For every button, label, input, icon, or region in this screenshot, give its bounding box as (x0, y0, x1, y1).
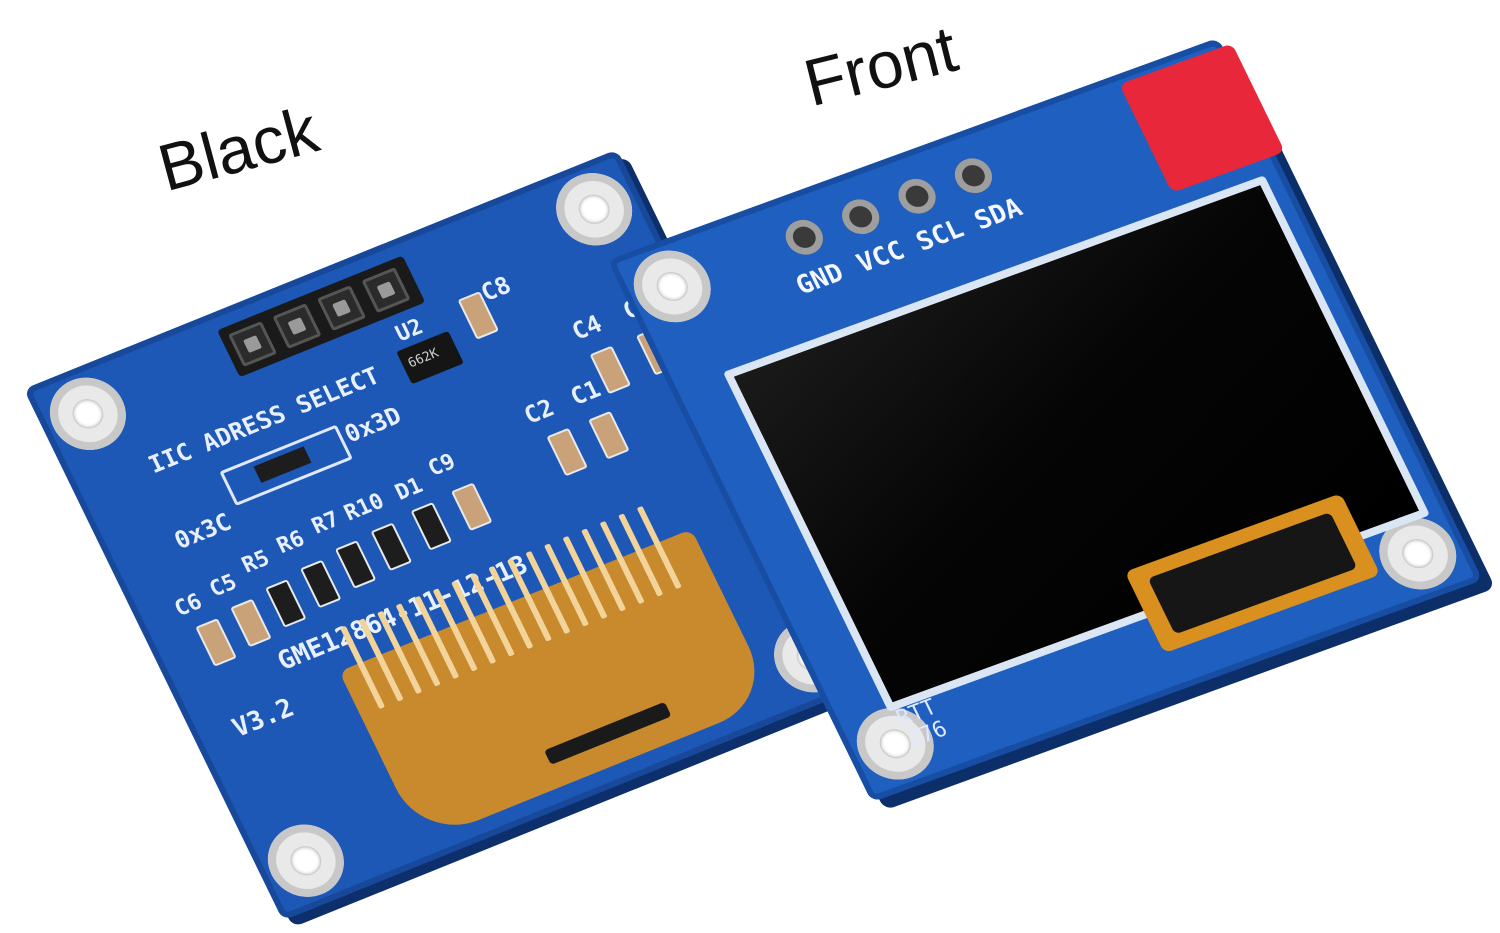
header-pin (361, 267, 411, 314)
header-pin (316, 285, 367, 332)
header-pin (272, 303, 322, 350)
front-caption: Front (796, 10, 965, 121)
back-caption: Black (150, 91, 326, 206)
u2-marking: 662K (405, 345, 442, 372)
header-pin (227, 321, 278, 368)
